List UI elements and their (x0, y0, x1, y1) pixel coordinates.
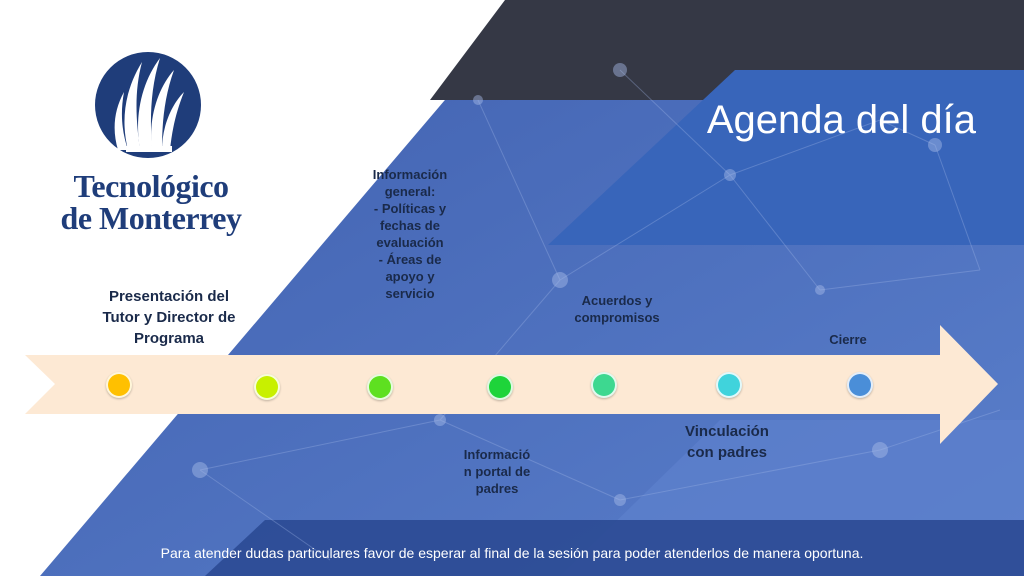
item-info-portal-line: Informació (463, 447, 531, 462)
timeline-dot-5 (591, 372, 617, 398)
item-vinculacion: Vinculación con padres (667, 421, 787, 463)
network-lines (199, 69, 1001, 561)
item-info-general: Información general: - Políticas y fecha… (350, 166, 470, 302)
item-presentacion: Presentación del Tutor y Director de Pro… (84, 286, 254, 349)
item-info-general-line: evaluación (376, 235, 444, 250)
timeline-dot-6 (716, 372, 742, 398)
item-acuerdos: Acuerdos y compromisos (557, 292, 677, 326)
item-info-general-line: servicio (385, 286, 435, 301)
item-info-general-line: apoyo y (385, 269, 435, 284)
timeline-dot-3 (367, 374, 393, 400)
item-acuerdos-line: Acuerdos y (581, 293, 653, 308)
slide-title: Agenda del día (706, 98, 976, 142)
item-vinculacion-line: con padres (686, 444, 768, 461)
item-presentacion-line: Presentación del (108, 288, 230, 305)
timeline-dot-1 (106, 372, 132, 398)
logo-seal-graphic (95, 52, 201, 158)
item-info-general-line: fechas de (380, 218, 440, 233)
logo-text-line1: Tecnológico (73, 168, 229, 204)
item-info-portal-line: padres (475, 481, 519, 496)
dark-blue-panel (205, 520, 1024, 576)
item-info-general-line: - Áreas de (378, 252, 442, 267)
timeline-dot-7 (847, 372, 873, 398)
item-vinculacion-line: Vinculación (685, 423, 769, 440)
item-acuerdos-line: compromisos (574, 310, 660, 325)
timeline-dot-4 (487, 374, 513, 400)
item-presentacion-line: Tutor y Director de (102, 309, 236, 326)
item-info-general-line: general: (384, 184, 436, 199)
item-info-general-line: Información (372, 167, 448, 182)
logo-text-line2: de Monterrey (60, 200, 242, 236)
item-info-general-line: - Políticas y (373, 201, 447, 216)
item-presentacion-line: Programa (133, 330, 205, 347)
item-cierre: Cierre (818, 331, 878, 348)
item-info-portal-line: n portal de (463, 464, 531, 479)
item-info-portal: Informació n portal de padres (447, 446, 547, 497)
network-nodes (192, 63, 942, 506)
item-cierre-line: Cierre (829, 332, 867, 347)
footer-note: Para atender dudas particulares favor de… (160, 545, 864, 561)
timeline-dot-2 (254, 374, 280, 400)
blue-right-panel (548, 70, 1024, 245)
